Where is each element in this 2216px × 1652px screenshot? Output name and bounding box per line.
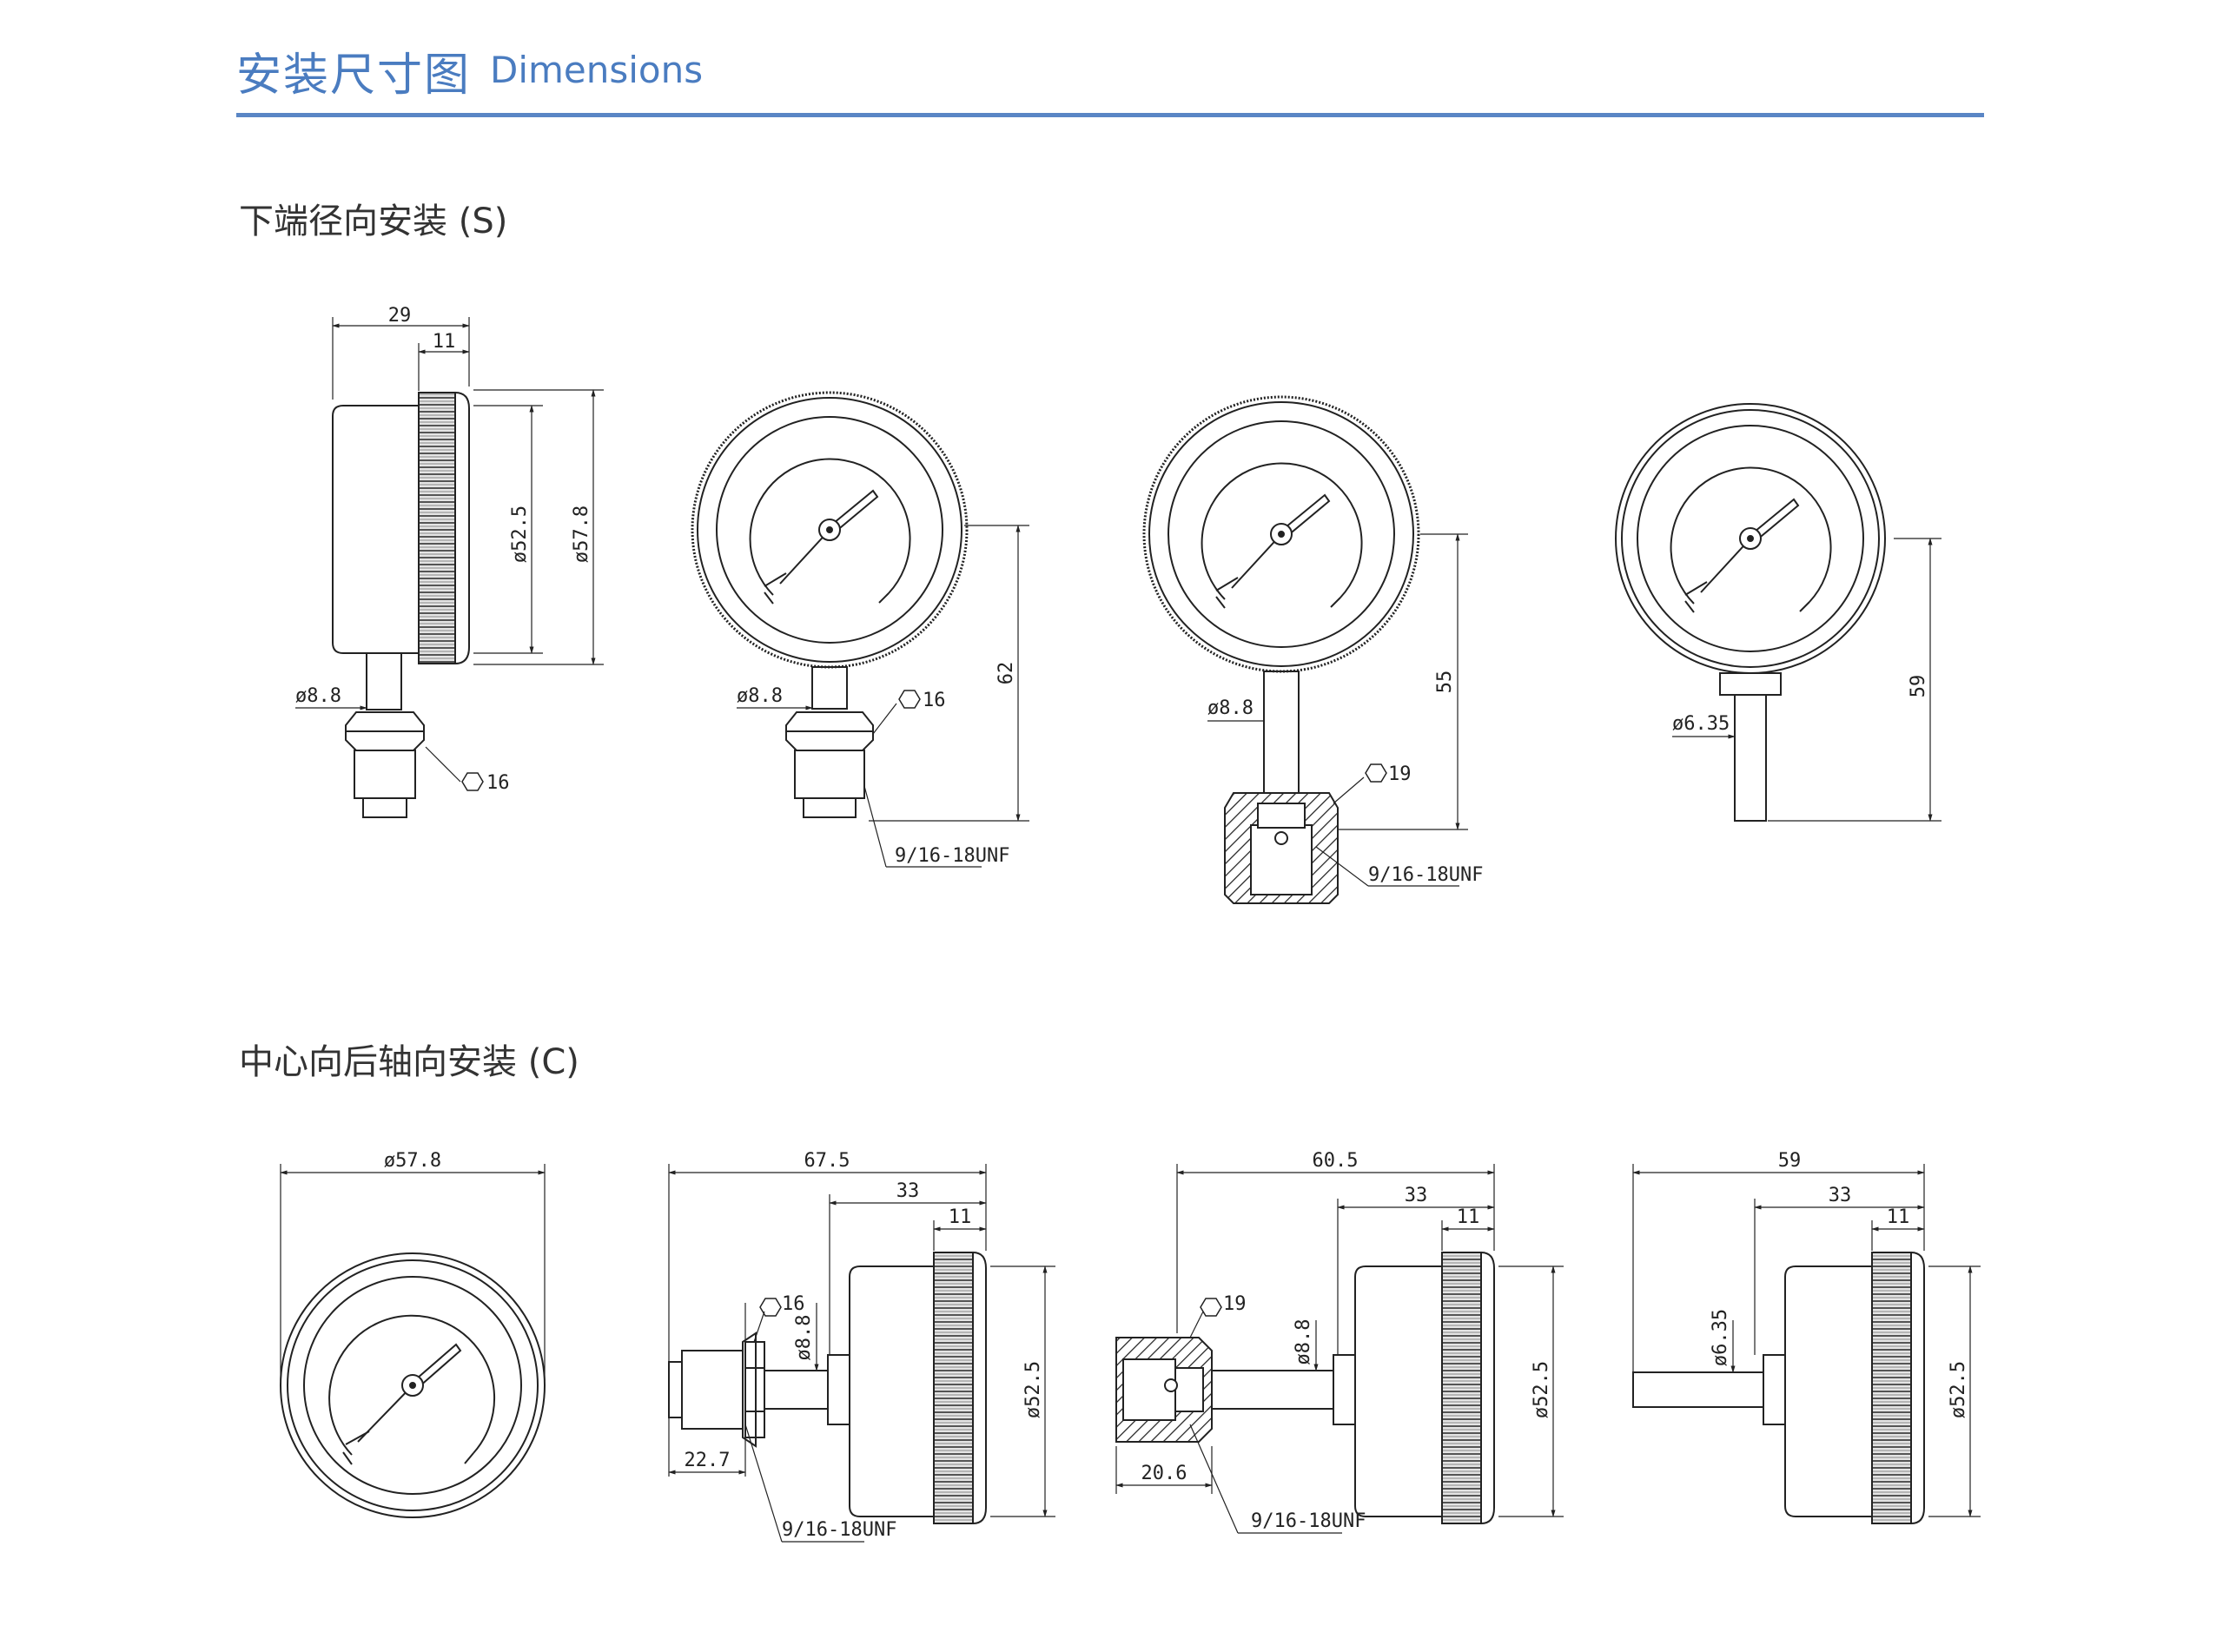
dim-s2-hex-16: 16 (923, 690, 946, 711)
dim-c4-dia-6-35: ø6.35 (1710, 1309, 1731, 1366)
dim-s1-dia-8-8: ø8.8 (295, 685, 341, 707)
section-title-bottom-mount: 下端径向安装 (S) (239, 202, 508, 241)
dim-c3-thread: 9/16-18UNF (1251, 1510, 1366, 1532)
dim-s4-dia-6-35: ø6.35 (1672, 713, 1730, 735)
dim-s2-thread: 9/16-18UNF (895, 845, 1009, 867)
diagram-c4-side-view (1632, 1164, 1981, 1524)
dim-s1-hex-16: 16 (486, 772, 510, 794)
diagram-s1-side-view (295, 317, 604, 818)
dim-s3-dia-8-8: ø8.8 (1207, 697, 1254, 719)
dim-s3-hex-19: 19 (1388, 763, 1412, 785)
diagram-s3-front-view (1142, 395, 1468, 904)
diagram-s4-front-view (1615, 403, 1941, 822)
dim-c3-length-11: 11 (1457, 1206, 1480, 1228)
page-title-cn: 安装尺寸图 (236, 50, 472, 102)
diagram-c1-front-view (280, 1164, 546, 1518)
dim-c1-dia-57-8: ø57.8 (384, 1150, 441, 1172)
dim-s1-dia-52-5: ø52.5 (509, 506, 531, 563)
dim-c2-hex-16: 16 (782, 1293, 805, 1315)
dim-c3-hex-19: 19 (1223, 1293, 1247, 1315)
dim-c4-dia-52-5: ø52.5 (1948, 1361, 1969, 1418)
dim-c3-length-33: 33 (1405, 1185, 1428, 1206)
page-header: 安装尺寸图 Dimensions (236, 35, 1984, 117)
page-title-en: Dimensions (490, 49, 704, 91)
dim-c3-length-20-6: 20.6 (1141, 1463, 1187, 1484)
dim-c4-length-33: 33 (1829, 1185, 1852, 1206)
dim-s4-height-59: 59 (1908, 675, 1929, 698)
dim-s1-width-29: 29 (388, 305, 412, 327)
dim-s2-height-62: 62 (996, 662, 1017, 685)
dim-c3-length-60-5: 60.5 (1313, 1150, 1359, 1172)
dim-c3-dia-52-5: ø52.5 (1531, 1361, 1552, 1418)
dim-c2-length-11: 11 (949, 1206, 972, 1228)
dim-c4-length-11: 11 (1887, 1206, 1910, 1228)
dim-s3-thread: 9/16-18UNF (1368, 864, 1483, 886)
dim-c4-length-59: 59 (1778, 1150, 1802, 1172)
dim-c3-dia-8-8: ø8.8 (1293, 1319, 1314, 1365)
diagram-s2-front-view (691, 391, 1029, 868)
dim-c2-dia-52-5: ø52.5 (1022, 1361, 1044, 1418)
dim-s1-dia-57-8: ø57.8 (571, 506, 592, 563)
dim-s1-width-11: 11 (433, 331, 456, 353)
section-title-back-mount: 中心向后轴向安装 (C) (239, 1042, 579, 1082)
diagram-c3-side-view (1115, 1164, 1564, 1534)
dim-c2-dia-8-8: ø8.8 (793, 1315, 815, 1361)
dim-c2-length-22-7: 22.7 (685, 1450, 731, 1471)
dim-s2-dia-8-8: ø8.8 (737, 685, 783, 707)
dim-c2-thread: 9/16-18UNF (782, 1519, 896, 1541)
dim-c2-length-33: 33 (896, 1180, 920, 1202)
dim-s3-height-55: 55 (1434, 671, 1456, 694)
dim-c2-length-67-5: 67.5 (804, 1150, 850, 1172)
diagram-c2-side-view (668, 1164, 1055, 1543)
